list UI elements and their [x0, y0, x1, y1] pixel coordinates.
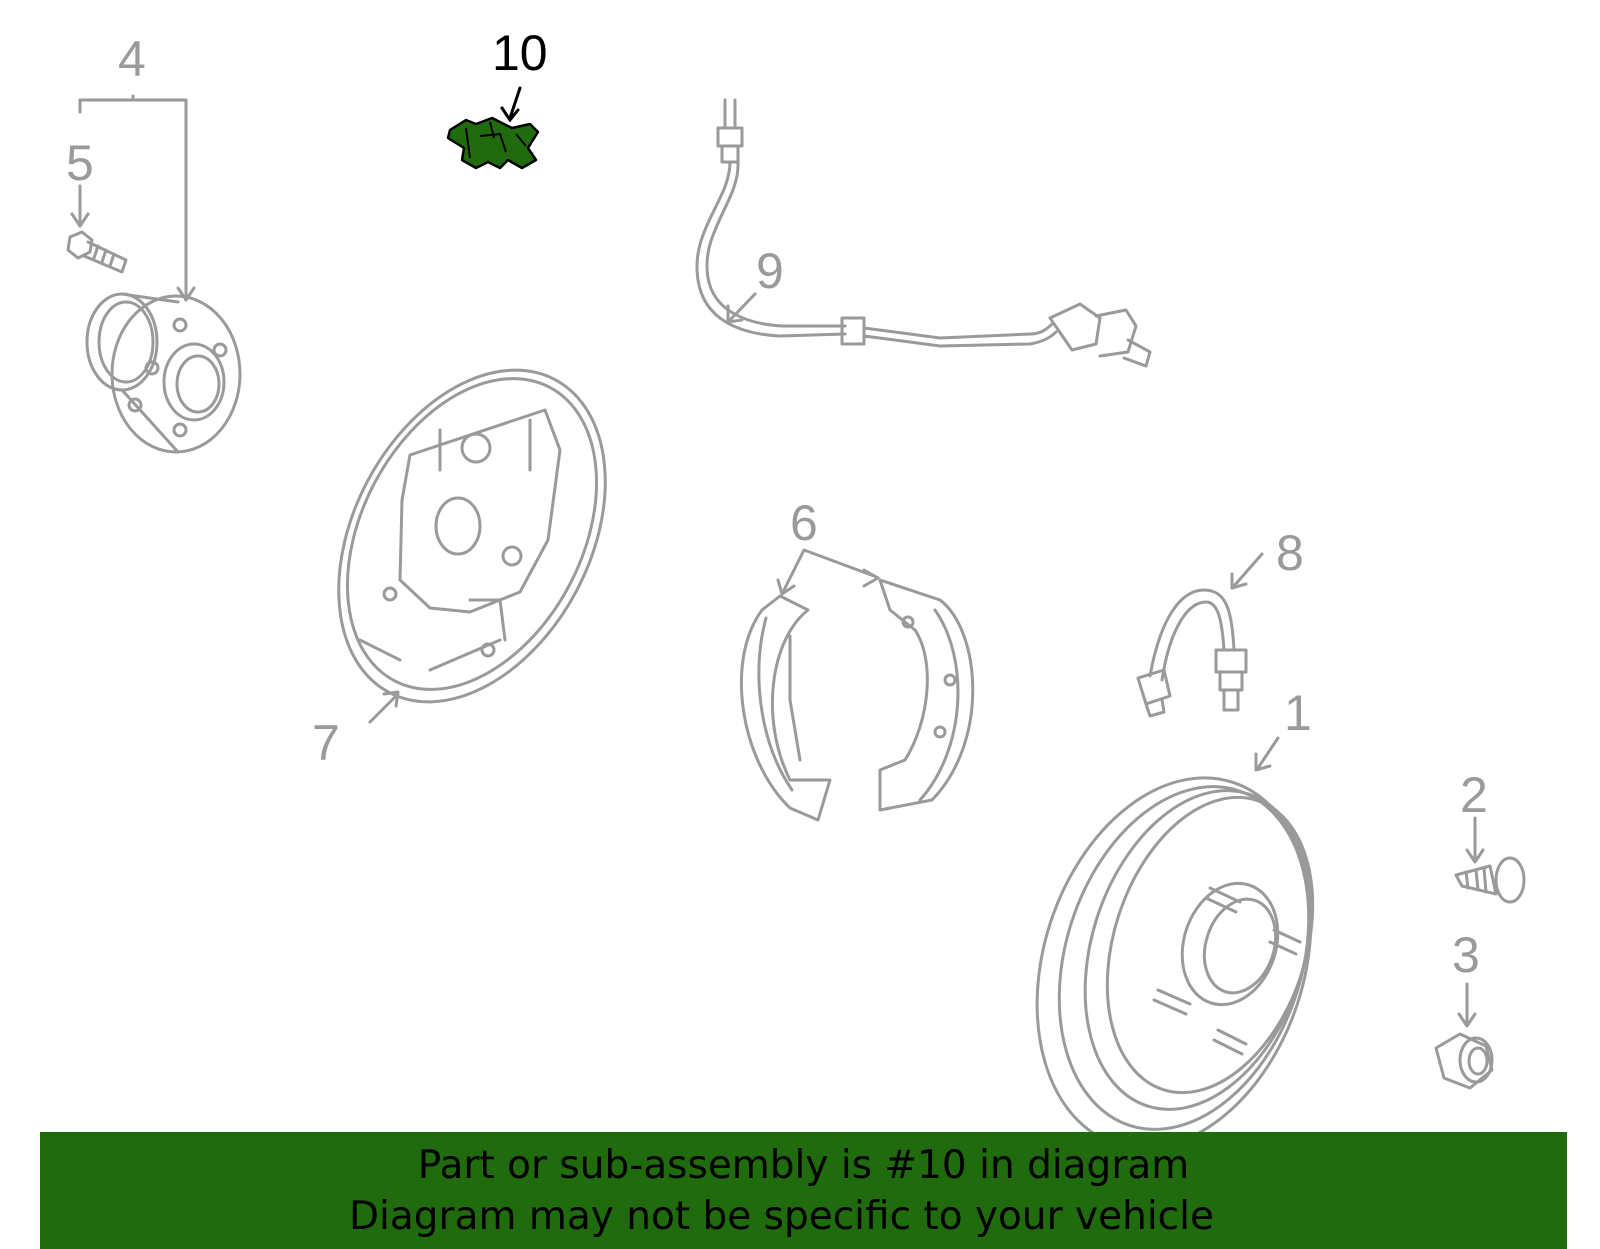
callout-3: 3 [1452, 927, 1480, 983]
callout-5: 5 [66, 135, 94, 191]
hub-bearing-part-4[interactable] [85, 292, 242, 454]
callout-2: 2 [1460, 767, 1488, 823]
callout-10: 10 [492, 25, 548, 81]
callout-9: 9 [756, 243, 784, 299]
hub-bolt-part-5[interactable] [66, 230, 128, 274]
callout-8: 8 [1276, 525, 1304, 581]
callout-7: 7 [312, 715, 340, 771]
brake-hose-part-8[interactable] [1136, 588, 1248, 718]
drum-screw-part-2[interactable] [1454, 856, 1526, 904]
info-banner: Part or sub-assembly is #10 in diagram D… [40, 1132, 1567, 1249]
leader-lines [70, 94, 1485, 1028]
lug-nut-part-3[interactable] [1434, 1032, 1494, 1090]
backing-plate-part-7[interactable] [285, 324, 660, 747]
banner-line-part-number: Part or sub-assembly is #10 in diagram [417, 1143, 1190, 1188]
brake-drum-part-1[interactable] [992, 742, 1357, 1184]
highlighted-part-10[interactable] [446, 86, 540, 170]
banner-line-disclaimer: Diagram may not be specific to your vehi… [349, 1194, 1214, 1239]
abs-sensor-wire-part-9[interactable] [695, 98, 1152, 368]
callout-1: 1 [1284, 685, 1312, 741]
callout-6: 6 [790, 495, 818, 551]
brake-shoes-part-6[interactable] [739, 578, 975, 822]
callout-4: 4 [118, 31, 146, 87]
